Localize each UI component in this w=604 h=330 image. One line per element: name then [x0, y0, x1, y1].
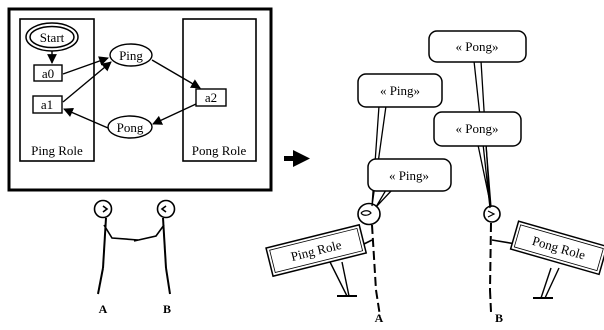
- ping-bubble-bottom-text: « Ping»: [389, 168, 429, 183]
- handshake-figures: [93, 199, 176, 295]
- pong-message-label: Pong: [117, 120, 144, 135]
- figure-b-leg: [165, 267, 171, 295]
- ping-bubble-bottom-tail: [375, 189, 393, 208]
- figure-b-right-leg: [489, 289, 492, 313]
- pong-bubble-top: « Pong»: [428, 30, 527, 63]
- figure-a-head: [93, 199, 113, 219]
- figure-a-right-body: [371, 224, 377, 291]
- bubble-tails: [371, 60, 492, 209]
- pong-message: [107, 115, 153, 139]
- a2-state-label: a2: [205, 90, 217, 105]
- figure-b: [133, 199, 176, 295]
- a0-to-ping-arrow: [62, 56, 109, 75]
- figure-b-label: B: [163, 302, 171, 316]
- transition-arrows: [62, 56, 201, 129]
- a1-to-ping-arrow: [62, 61, 112, 103]
- figure-b-right-face: [487, 210, 496, 218]
- a2-state: [195, 88, 227, 107]
- a1-state: [32, 95, 63, 114]
- ping-bubble-top-tail: [371, 105, 387, 207]
- a0-state: [33, 64, 63, 82]
- ping-role-label: Ping Role: [31, 143, 83, 158]
- ping-sign-pole-2: [341, 261, 350, 297]
- transform-arrow: [284, 150, 310, 167]
- ping-role-sign: Ping Role: [265, 223, 368, 278]
- start-state-label: Start: [40, 30, 65, 45]
- pong-bubble-mid-tail: [477, 144, 492, 208]
- ping-role-box: Start a0 a1 Ping Role: [19, 18, 95, 162]
- outer-frame: [7, 7, 273, 192]
- figure-a-face: [102, 205, 109, 213]
- pong-role-frame: [182, 18, 257, 162]
- ping-message-label: Ping: [119, 48, 143, 63]
- left-protocol-diagram: Start a0 a1 Ping Role Ping Pong a2 Pong …: [7, 7, 273, 316]
- figure-a-right-label: A: [375, 311, 384, 325]
- speech-bubbles: « Pong» « Ping» « Pong» « Ping»: [357, 30, 527, 192]
- ping-role-frame: [19, 18, 95, 162]
- figure-b-right-label: B: [495, 311, 503, 325]
- pong-role-sign: Pong Role: [509, 220, 604, 276]
- figure-a: [93, 199, 139, 295]
- ping-sign-pole: [329, 261, 348, 297]
- pong-bubble-mid: « Pong»: [433, 111, 522, 147]
- pong-to-a1-arrow: [63, 107, 109, 129]
- figure-a-right-head: [357, 202, 381, 226]
- pong-role-label: Pong Role: [192, 143, 247, 158]
- ping-bubble-bottom: « Ping»: [367, 158, 452, 192]
- figure-b-right-head: [483, 205, 501, 223]
- ping-message: [109, 43, 153, 67]
- figure-a-arm: [103, 224, 139, 241]
- pong-role-box: a2 Pong Role: [182, 18, 257, 162]
- pong-bubble-mid-text: « Pong»: [456, 121, 499, 136]
- figure-a-right-face: [360, 210, 372, 216]
- figure-a-leg: [97, 267, 104, 295]
- pong-sign-pole-2: [544, 267, 560, 299]
- right-role-diagram: « Pong» « Ping» « Pong» « Ping»: [265, 30, 604, 325]
- ping-bubble-top: « Ping»: [357, 73, 443, 108]
- start-state-inner: [29, 25, 75, 49]
- figure-a-with-sign: [329, 202, 381, 317]
- pong-bubble-top-text: « Pong»: [456, 39, 499, 54]
- ping-to-a2-arrow: [151, 59, 201, 89]
- figure-b-head: [156, 199, 176, 219]
- figure-b-face: [160, 205, 167, 213]
- a1-state-label: a1: [41, 97, 53, 112]
- pong-sign-pole: [540, 267, 552, 299]
- figure-a-right-leg: [375, 289, 381, 317]
- message-nodes: Ping Pong: [107, 43, 153, 139]
- figure-a-label: A: [99, 302, 108, 316]
- pong-bubble-top-tail: [473, 60, 491, 209]
- a0-state-label: a0: [42, 66, 54, 81]
- a2-to-pong-arrow: [152, 103, 197, 125]
- ping-bubble-top-text: « Ping»: [380, 83, 420, 98]
- figure-b-right-body: [489, 222, 492, 291]
- figure-b-arm: [133, 224, 165, 242]
